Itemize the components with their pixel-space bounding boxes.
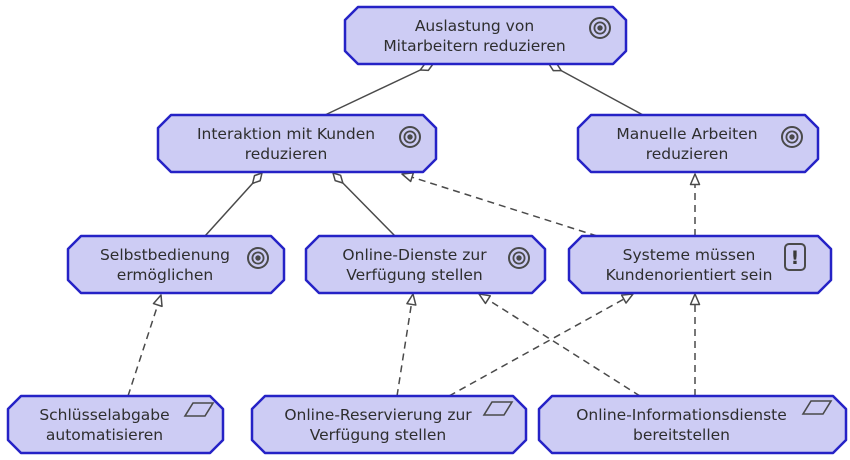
goal-icon: [589, 17, 611, 39]
goal-icon: [247, 247, 269, 269]
node-interaktion-shape: [156, 113, 438, 174]
node-systeme-shape: [567, 234, 833, 295]
edge-schluesselabgabe-to-selbstbedienung: [127, 294, 163, 397]
node-auslastung-shape: [343, 5, 628, 66]
goal-icon: [508, 247, 530, 269]
node-online-dienste-shape: [304, 234, 547, 295]
edge-interaktion-to-auslastung: [324, 62, 434, 116]
requirement-icon: [183, 402, 215, 417]
node-selbstbedienung-shape: [66, 234, 286, 295]
node-manuelle-shape: [576, 113, 820, 174]
edge-reservierung-to-online-dienste: [396, 293, 417, 397]
diagram-icons: !: [183, 17, 833, 417]
svg-text:!: !: [791, 247, 800, 269]
principle-icon: !: [784, 243, 806, 271]
edge-online-dienste-to-interaktion: [332, 172, 396, 237]
node-schluesselabgabe-shape: [6, 394, 225, 455]
goal-icon: [399, 126, 421, 148]
requirement-icon: [801, 400, 833, 415]
edge-selbstbedienung-to-interaktion: [204, 172, 263, 237]
edge-reservierung-to-systeme: [448, 293, 634, 397]
requirement-icon: [482, 401, 514, 416]
diagram-nodes: [6, 5, 848, 455]
node-informationsdienste-shape: [537, 394, 848, 455]
edge-informationsdienste-to-online-dienste: [478, 293, 641, 397]
node-reservierung-shape: [250, 394, 528, 455]
goal-icon: [781, 126, 803, 148]
edge-manuelle-to-auslastung: [548, 63, 644, 116]
edge-systeme-to-interaktion: [401, 172, 598, 237]
diagram-edges: [127, 62, 701, 397]
